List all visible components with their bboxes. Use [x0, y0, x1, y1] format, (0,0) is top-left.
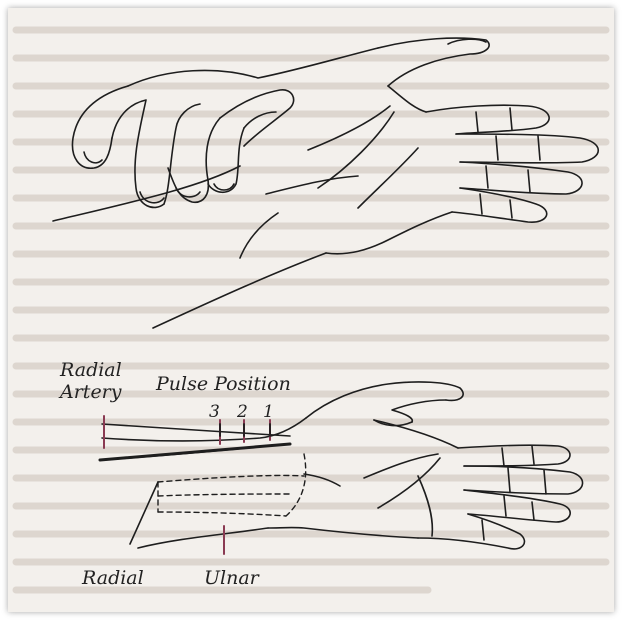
bottom-wrist-drawing: [100, 382, 583, 554]
ulnar-bone-label: Ulnar: [204, 568, 259, 588]
book-page-figure: Radial Artery Pulse Position 3 2 1 Radia…: [8, 8, 614, 612]
pulse-position-3-label: 3: [209, 402, 220, 422]
pulse-diagram-illustration: [8, 8, 614, 612]
radial-bone-label: Radial: [82, 568, 144, 588]
pulse-position-1-label: 1: [263, 402, 274, 422]
pulse-position-label: Pulse Position: [156, 374, 291, 394]
radial-artery-label-line2: Artery: [60, 382, 122, 402]
top-hands-drawing: [53, 38, 598, 328]
radial-artery-label-line1: Radial: [60, 360, 122, 380]
pulse-position-2-label: 2: [237, 402, 248, 422]
